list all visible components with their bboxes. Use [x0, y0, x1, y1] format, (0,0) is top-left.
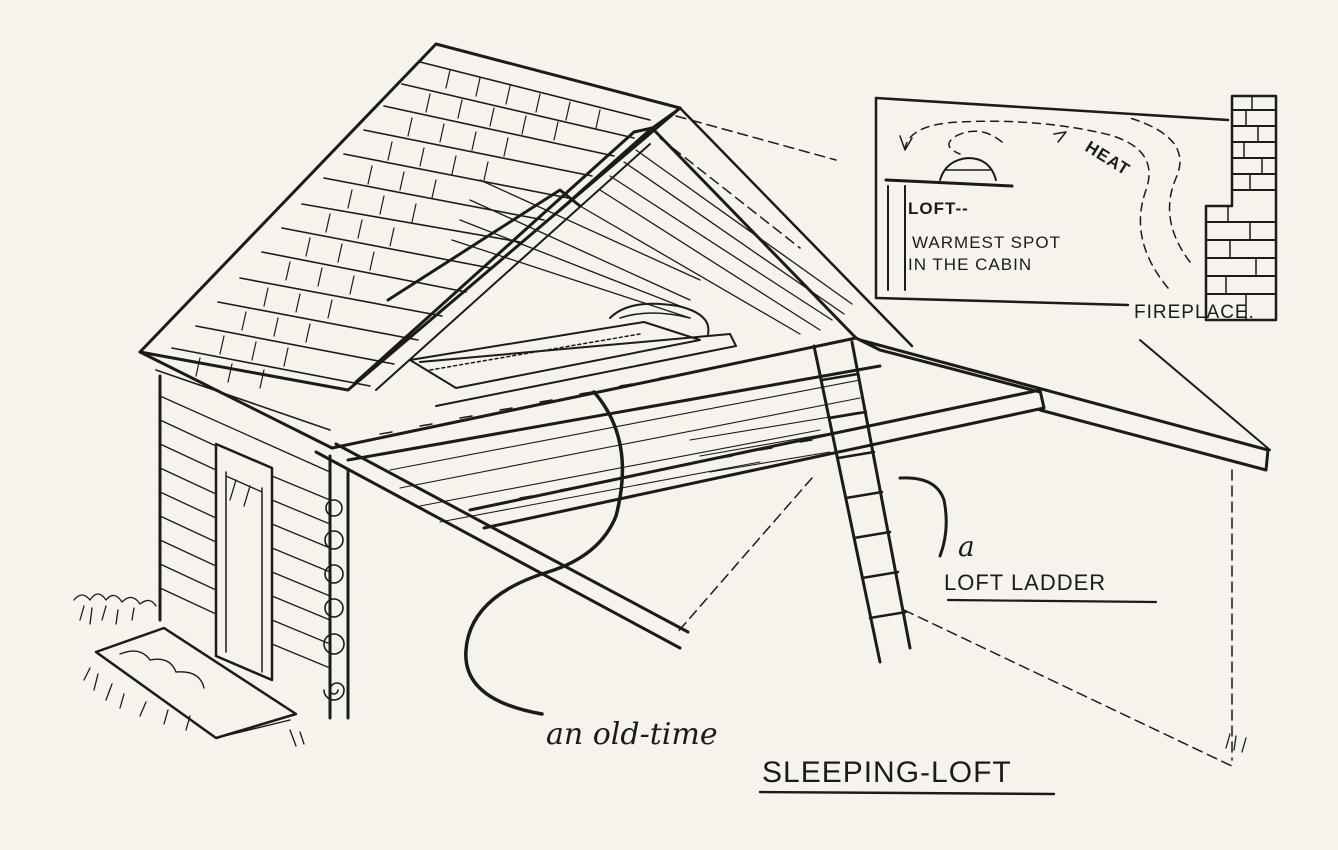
ladder-label-underline [946, 598, 1158, 604]
heat-inset-diagram: LOFT-- WARMEST SPOT IN THE CABIN HEAT FI… [874, 94, 1278, 323]
ladder-label: LOFT LADDER [944, 570, 1106, 595]
cabin-drawing [73, 42, 1271, 753]
grass-tufts [73, 593, 1247, 753]
bedroll-icon [409, 302, 710, 389]
callout-lines [659, 115, 1237, 769]
gable-cutaway [354, 106, 914, 391]
shingle-roof [138, 42, 682, 450]
inset-warmest-label-line-2: IN THE CABIN [908, 255, 1032, 274]
loft-pointer-line [464, 390, 625, 716]
fireplace-icon [1204, 94, 1278, 322]
loft-label-underline [758, 790, 1056, 796]
captions: a LOFT LADDER an old-time SLEEPING-LOFT [546, 530, 1158, 796]
inset-loft-label: LOFT-- [908, 199, 969, 218]
loft-ladder-drawing [812, 340, 912, 664]
inset-heat-label: HEAT [1082, 137, 1134, 179]
inset-warmest-label-line-1: WARMEST SPOT [912, 233, 1061, 252]
inset-fireplace-label: FIREPLACE. [1134, 302, 1255, 323]
loft-platform [314, 302, 1271, 650]
ladder-prefix-label: a [958, 530, 975, 563]
door-step [94, 626, 298, 740]
loft-label: SLEEPING-LOFT [762, 756, 1012, 789]
log-wall [158, 374, 350, 720]
cabin-doorway [214, 442, 274, 682]
loft-prefix-label: an old-time [546, 717, 718, 752]
log-ends [323, 499, 345, 701]
ladder-pointer-line [898, 476, 948, 558]
